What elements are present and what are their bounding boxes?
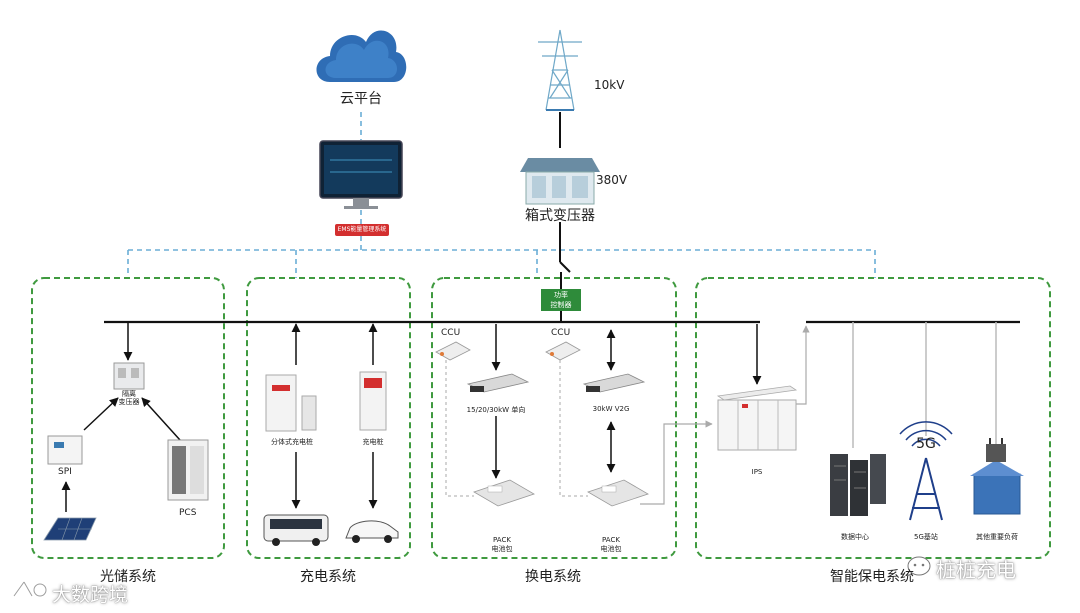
grid-voltage-label: 10kV bbox=[594, 78, 625, 92]
group-boxes bbox=[31, 277, 1051, 559]
pack-right-line2: 电池包 bbox=[600, 545, 622, 553]
charger-left-label: 15/20/30kW 单向 bbox=[466, 406, 526, 414]
power-controller-badge: 功率 控制器 bbox=[541, 289, 581, 311]
charging-box bbox=[246, 277, 411, 559]
electric-car-icon bbox=[345, 520, 399, 543]
charger-right-label: 30kW V2G bbox=[592, 405, 630, 413]
isolation-line2: 变压器 bbox=[118, 398, 140, 406]
ems-badge: EMS能量管理系统 bbox=[335, 224, 389, 236]
ccu-right-label: CCU bbox=[551, 328, 571, 338]
load-drops bbox=[852, 322, 997, 448]
pv-storage-title: 光储系统 bbox=[100, 569, 156, 585]
watermark-left: 大数跨境 bbox=[52, 584, 129, 606]
pv-storage-box bbox=[31, 277, 225, 559]
spi-inverter-icon bbox=[47, 435, 83, 465]
transmission-tower-icon bbox=[538, 29, 582, 111]
charging-title: 充电系统 bbox=[300, 569, 356, 585]
solar-panel-icon bbox=[43, 517, 97, 541]
isolation-transformer-icon bbox=[113, 362, 145, 390]
watermark-right: 桩桩充电 bbox=[936, 558, 1016, 582]
battery-pack-left-icon bbox=[473, 479, 535, 507]
pack-left-line2: 电池包 bbox=[491, 545, 513, 553]
ips-cabinet-icon bbox=[716, 385, 798, 451]
wechat-icon bbox=[907, 556, 931, 576]
charging-connections bbox=[291, 323, 378, 509]
smart-power-title: 智能保电系统 bbox=[830, 569, 914, 585]
ccu-right-icon bbox=[545, 341, 581, 361]
pack-right-line1: PACK bbox=[602, 536, 620, 544]
electric-bus-icon bbox=[263, 514, 329, 546]
substation-icon bbox=[970, 438, 1024, 515]
ips-label: IPS bbox=[751, 468, 763, 476]
pcs-label: PCS bbox=[179, 508, 197, 518]
isolation-transformer-label: 隔离 变压器 bbox=[119, 390, 140, 406]
cloud-platform-label: 云平台 bbox=[340, 91, 382, 107]
isolation-line1: 隔离 bbox=[122, 390, 136, 398]
charger-module-left-icon bbox=[466, 373, 530, 393]
spi-label: SPI bbox=[58, 467, 72, 477]
pv-storage-connections bbox=[61, 322, 181, 512]
pcs-cabinet-icon bbox=[167, 439, 209, 501]
box-transformer-icon bbox=[520, 158, 600, 205]
charger-module-right-icon bbox=[582, 373, 646, 393]
box-transformer-label: 箱式变压器 bbox=[525, 208, 595, 224]
data-center-label: 数据中心 bbox=[841, 533, 869, 541]
swapping-title: 换电系统 bbox=[525, 569, 581, 585]
communication-links bbox=[127, 112, 876, 278]
power-controller-line2: 控制器 bbox=[550, 301, 572, 309]
pack-right-label: PACK 电池包 bbox=[601, 536, 622, 554]
ips-connections bbox=[752, 324, 810, 405]
pack-left-label: PACK 电池包 bbox=[492, 536, 513, 554]
ccu-left-icon bbox=[435, 341, 471, 361]
pack-left-line1: PACK bbox=[493, 536, 511, 544]
split-pile-label: 分体式充电桩 bbox=[271, 438, 313, 446]
swapping-box bbox=[431, 277, 677, 559]
other-loads-label: 其他重要负荷 bbox=[976, 533, 1018, 541]
v2g-return-line bbox=[640, 420, 713, 505]
5g-tower-icon bbox=[899, 421, 953, 521]
5g-tower-text: 5G bbox=[916, 436, 936, 452]
low-voltage-label: 380V bbox=[596, 173, 628, 187]
data-center-icon bbox=[830, 454, 886, 516]
split-charger-icon bbox=[265, 374, 317, 432]
pile-label: 充电桩 bbox=[362, 438, 384, 446]
smart-power-box bbox=[695, 277, 1051, 559]
watermark-logo-icon bbox=[13, 581, 47, 597]
transformer-feed bbox=[559, 222, 571, 322]
base-station-label: 5G基站 bbox=[914, 533, 938, 541]
battery-pack-right-icon bbox=[587, 479, 649, 507]
charging-pile-icon bbox=[359, 371, 387, 431]
swapping-connections bbox=[491, 324, 616, 479]
power-controller-line1: 功率 bbox=[554, 291, 568, 299]
ems-monitor-icon bbox=[319, 140, 403, 209]
ccu-left-label: CCU bbox=[441, 328, 461, 338]
cloud-icon bbox=[316, 30, 407, 82]
